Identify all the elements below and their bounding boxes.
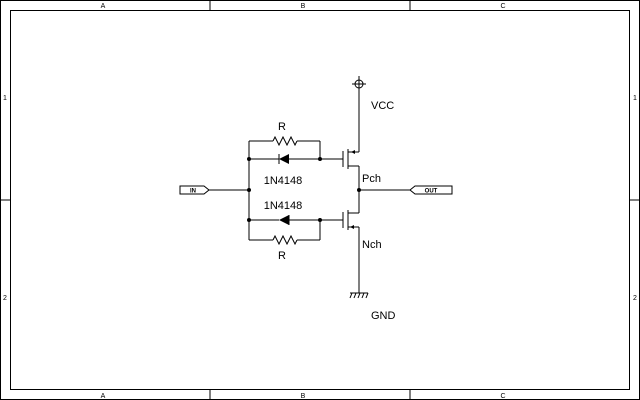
diode-top [249,154,320,164]
nch-mosfet [342,201,360,236]
resistor-bottom [249,220,321,246]
in-port: IN [179,185,210,195]
vcc-label: VCC [371,100,394,112]
svg-text:IN: IN [190,189,196,195]
zone-bottom-b: B [301,393,306,400]
gnd-ground-icon [349,236,369,299]
zone-right-1: 1 [633,95,637,102]
junction-dots [247,157,361,222]
pch-label: Pch [362,173,381,185]
zone-bottom-a: A [101,393,106,400]
zone-left-2: 2 [3,295,7,302]
resistor-top-label: R [278,121,286,133]
pch-mosfet [342,140,360,178]
gnd-label: GND [371,310,396,322]
resistor-bottom-label: R [278,250,286,262]
zone-left-1: 1 [3,95,7,102]
zone-top-a: A [101,3,106,10]
diode-bottom [249,215,320,225]
zone-top-c: C [500,3,505,10]
zone-bottom-c: C [500,393,505,400]
out-port: OUT [409,185,453,195]
nch-label: Nch [362,239,382,251]
diode-top-label: 1N4148 [264,175,303,187]
vcc-power-icon [352,76,366,140]
zone-top-b: B [301,3,306,10]
resistor-top [249,135,321,159]
svg-text:OUT: OUT [425,189,438,195]
zone-right-2: 2 [633,295,637,302]
diode-bottom-label: 1N4148 [264,200,303,212]
